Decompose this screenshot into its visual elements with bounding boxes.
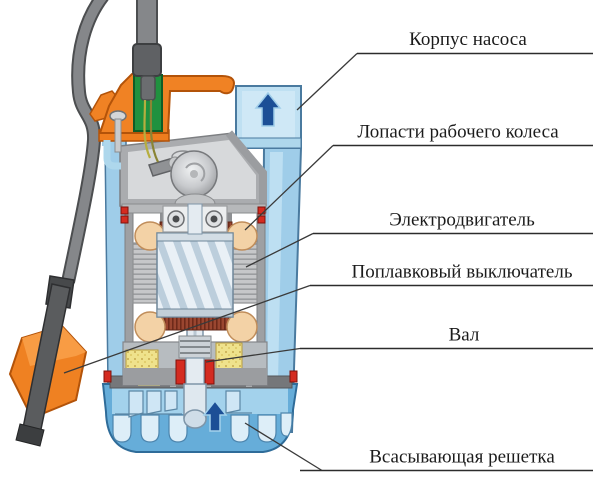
leader-line-impeller-blades (244, 145, 334, 231)
cable-gland (132, 43, 162, 77)
shaft-impeller-hub (183, 383, 207, 429)
cable-gland-stub (140, 75, 156, 101)
rotor-end-ring-bottom (156, 308, 234, 318)
label-underlines (300, 52, 593, 472)
label-shaft: Вал (449, 325, 480, 346)
impeller-blade (146, 390, 162, 415)
pump-handle-assembly (89, 43, 235, 170)
leader-line-suction-grate (244, 422, 323, 472)
motor-frame-left (124, 211, 134, 346)
power-cable (61, 0, 158, 284)
leader-line-shaft (205, 347, 301, 363)
shaft-through-seal (185, 357, 205, 387)
float-switch (8, 275, 88, 447)
motor-lead-wire (149, 99, 159, 163)
callout-labels: Корпус насоса Лопасти рабочего колеса Эл… (352, 29, 573, 468)
flow-arrow-up-outlet-icon (254, 91, 282, 127)
motor-rotor (156, 232, 234, 318)
label-pump-housing: Корпус насоса (409, 29, 527, 50)
motor-lead-wire (143, 99, 152, 159)
shaft-seal-left (175, 359, 186, 385)
leader-line-float-switch (63, 284, 311, 374)
upper-chamber (119, 130, 267, 235)
flow-arrow-up-suction-icon (202, 399, 228, 432)
mechanical-seal-chamber (122, 335, 268, 387)
label-float-switch: Поплавковый выключатель (352, 262, 573, 283)
motor-frame-right (256, 211, 266, 346)
label-suction-grate: Всасывающая решетка (369, 447, 555, 468)
float-strap-end (15, 423, 45, 447)
discharge-port-flange (235, 137, 302, 149)
seal-red-right-top (257, 206, 266, 215)
impeller-blade (225, 390, 241, 414)
seal-red-right-bottom (289, 370, 298, 383)
seal-red-left-bottom (103, 370, 112, 383)
impeller (115, 390, 252, 418)
cable-entry (136, 0, 158, 49)
leader-lines (63, 53, 358, 472)
casing-right-highlight (266, 152, 283, 428)
shaft-seal-right (204, 359, 215, 385)
impeller-blade (128, 390, 144, 418)
seal-red-left-top (120, 206, 129, 215)
screw-shank (114, 118, 122, 153)
grate-holes (112, 412, 293, 443)
leader-line-electric-motor (245, 232, 314, 268)
power-cable-core (63, 0, 107, 284)
label-impeller-blades: Лопасти рабочего колеса (357, 122, 559, 143)
leader-line-pump-housing (296, 53, 358, 111)
casing-j-channel (103, 140, 121, 170)
impeller-blade (164, 390, 178, 412)
chamber-right-wall (225, 130, 267, 206)
label-electric-motor: Электродвигатель (389, 210, 535, 231)
